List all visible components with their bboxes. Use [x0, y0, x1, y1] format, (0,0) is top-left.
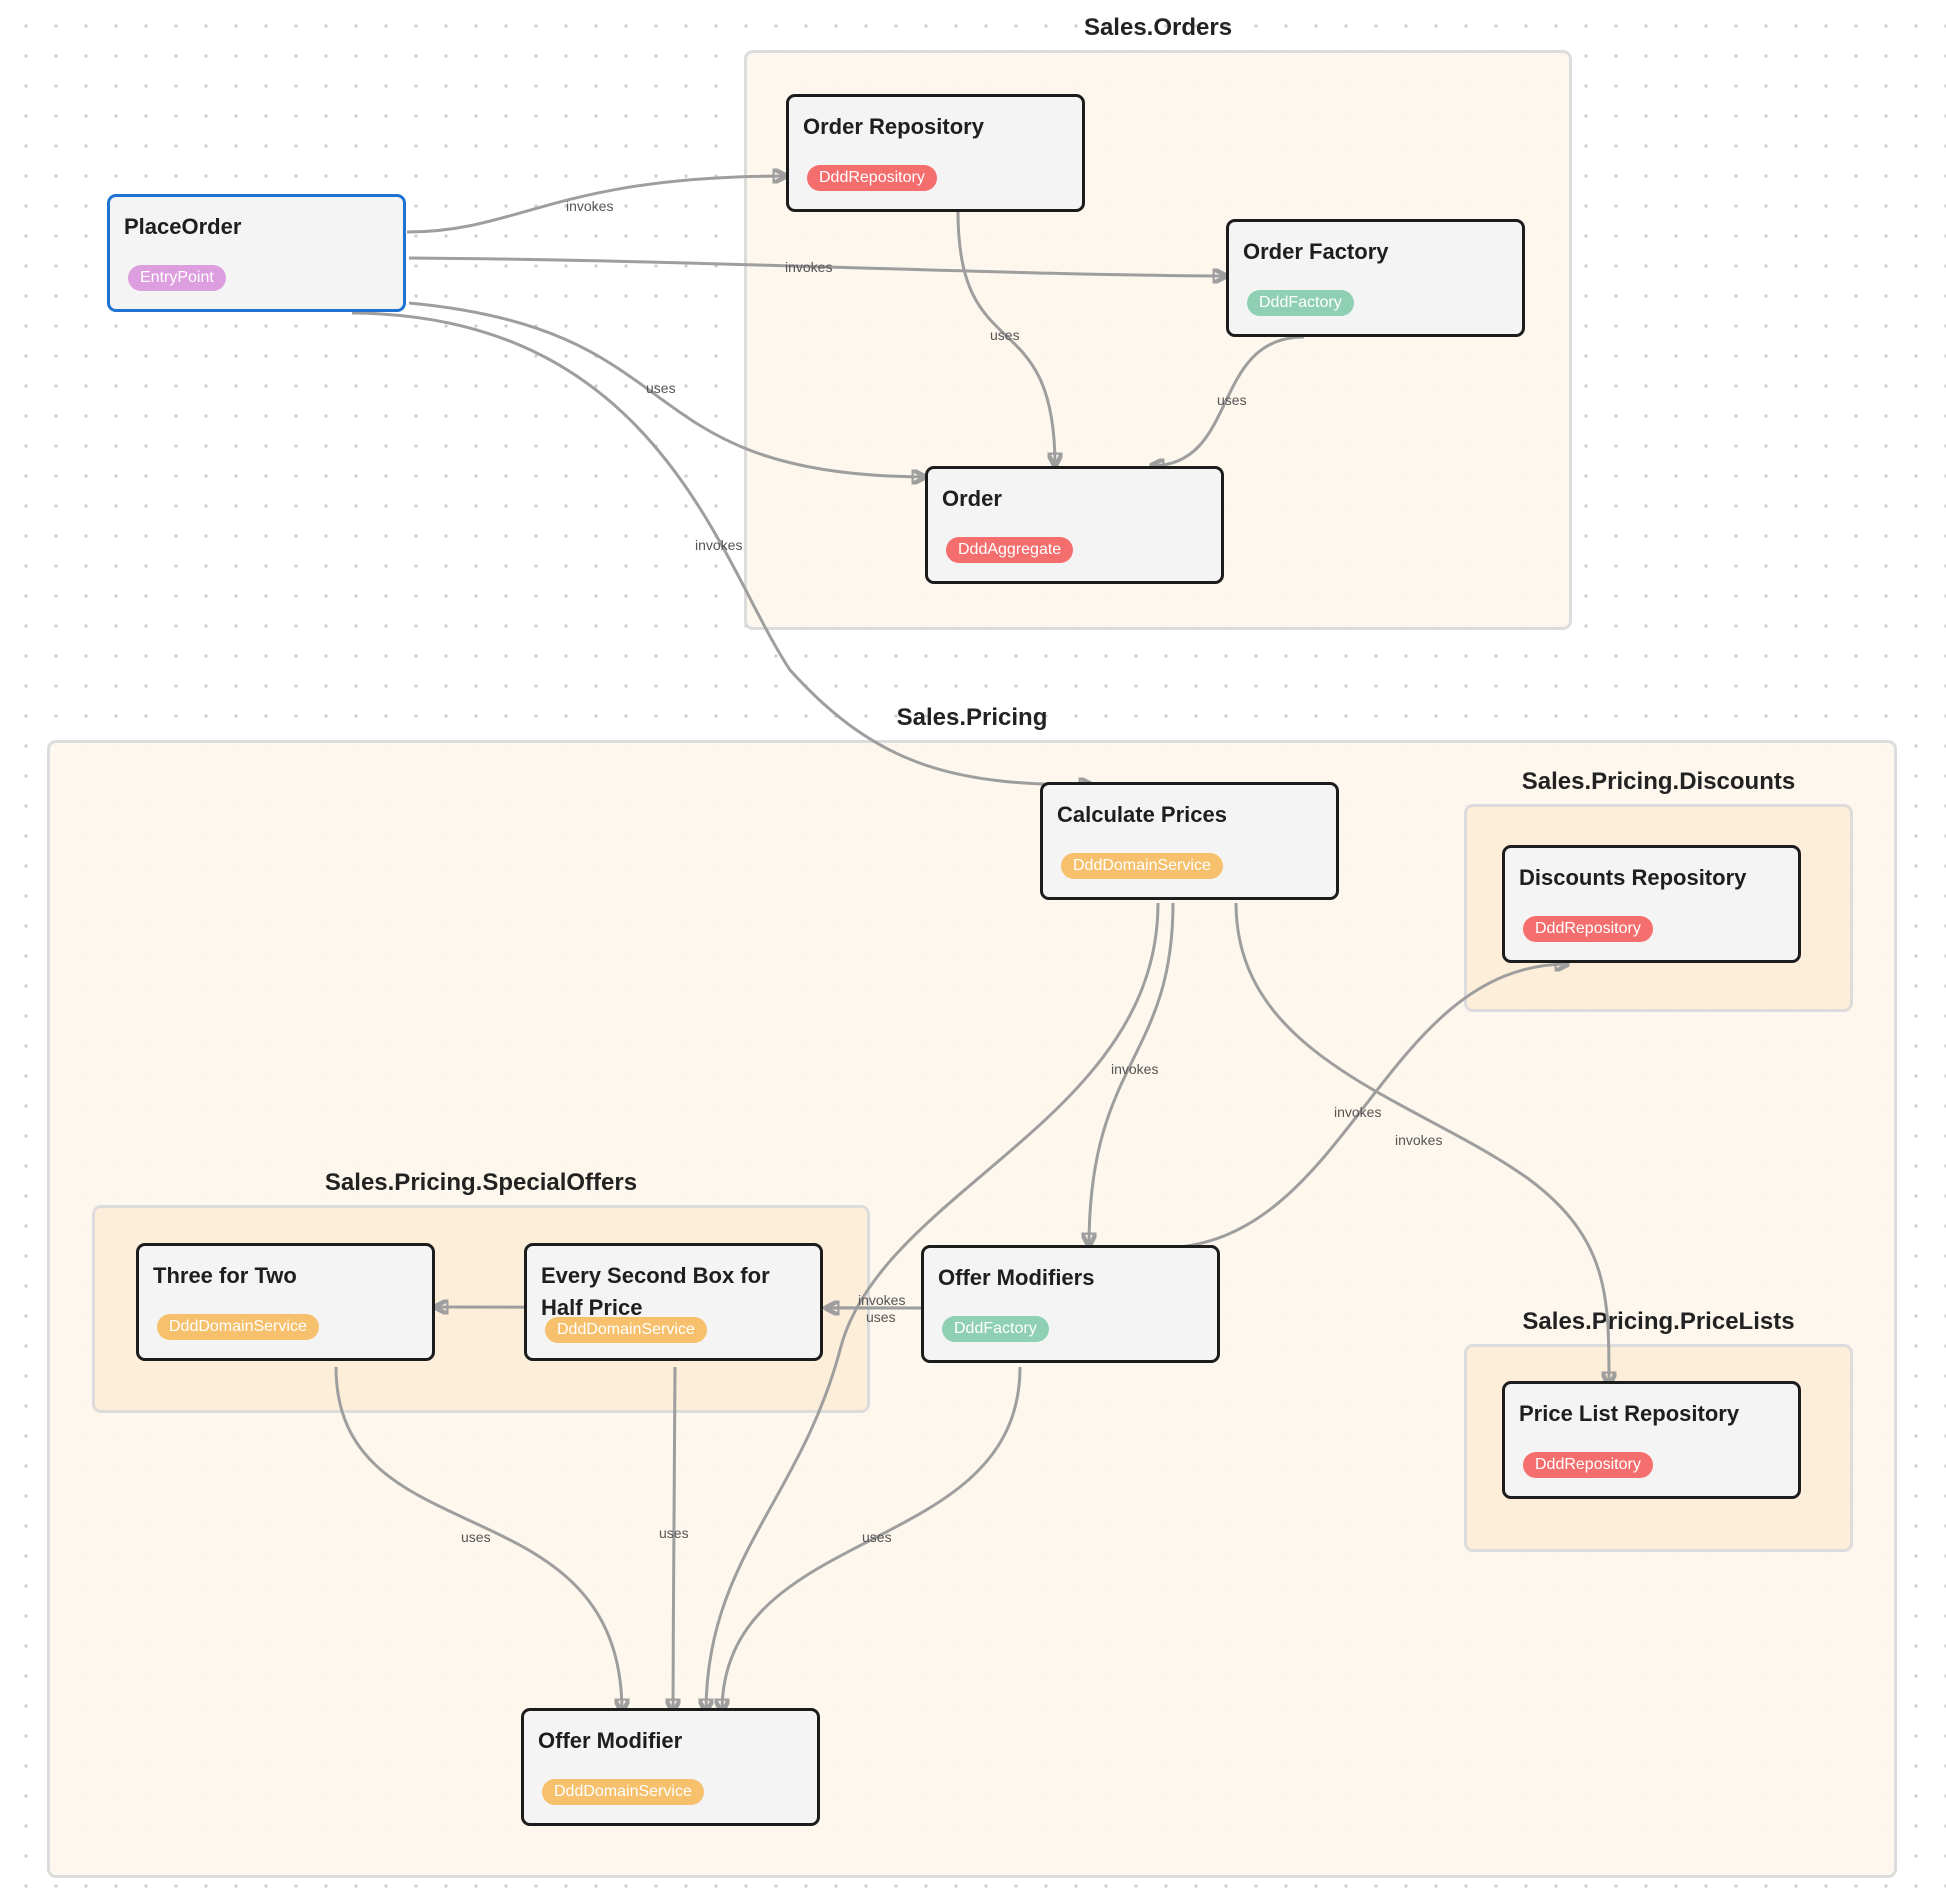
- edge-place-order-order-repository: [406, 176, 786, 234]
- edge-calculate-prices-offer-modifiers: [1089, 902, 1175, 1246]
- edge-label: invokes: [1395, 1132, 1442, 1148]
- edge-label: uses: [862, 1529, 892, 1545]
- edge-order-factory-order: [1151, 335, 1305, 466]
- node-title: Order Factory: [1243, 239, 1389, 264]
- edge-label: uses: [866, 1309, 896, 1325]
- edge-calculate-prices-offer-modifier: [706, 902, 1160, 1712]
- edge-offer-modifiers-offer-modifier: [722, 1366, 1022, 1712]
- node-title: Calculate Prices: [1057, 802, 1227, 827]
- node-place-order[interactable]: PlaceOrder EntryPoint: [107, 194, 406, 312]
- edge-label: uses: [646, 380, 676, 396]
- edge-label: uses: [990, 327, 1020, 343]
- tag-ddd-domain-service: DddDomainService: [157, 1314, 319, 1340]
- edge-label: invokes: [566, 198, 613, 214]
- edge-place-order-order: [408, 301, 925, 477]
- node-title: Every Second Box for Half Price: [541, 1263, 770, 1320]
- node-calculate-prices[interactable]: Calculate Prices DddDomainService: [1040, 782, 1339, 900]
- group-title-sales-pricing-discounts: Sales.Pricing.Discounts: [1521, 768, 1796, 795]
- tag-ddd-repository: DddRepository: [1523, 1452, 1653, 1478]
- node-title: Offer Modifiers: [938, 1265, 1095, 1290]
- edge-place-order-calculate-prices: [351, 311, 1092, 785]
- tag-ddd-factory: DddFactory: [1247, 290, 1354, 316]
- edge-label: uses: [659, 1525, 689, 1541]
- node-title: Offer Modifier: [538, 1728, 683, 1753]
- tag-ddd-repository: DddRepository: [807, 165, 937, 191]
- node-title: Order: [942, 486, 1002, 511]
- tag-entry-point: EntryPoint: [128, 265, 226, 291]
- node-title: Discounts Repository: [1519, 865, 1747, 890]
- edge-order-repository-order: [956, 211, 1055, 466]
- group-title-sales-pricing-pricelists: Sales.Pricing.PriceLists: [1522, 1308, 1795, 1335]
- edge-label: invokes: [695, 537, 742, 553]
- node-title: Price List Repository: [1519, 1401, 1740, 1426]
- node-title: PlaceOrder: [124, 214, 242, 239]
- tag-ddd-domain-service: DddDomainService: [1061, 853, 1223, 879]
- edge-label: invokes: [858, 1292, 905, 1308]
- tag-ddd-factory: DddFactory: [942, 1316, 1049, 1342]
- node-offer-modifier[interactable]: Offer Modifier DddDomainService: [521, 1708, 820, 1826]
- group-title-sales-pricing: Sales.Pricing: [896, 704, 1048, 731]
- node-every-second-box[interactable]: Every Second Box for Half Price DddDomai…: [524, 1243, 823, 1361]
- node-offer-modifiers[interactable]: Offer Modifiers DddFactory: [921, 1245, 1220, 1363]
- node-order-repository[interactable]: Order Repository DddRepository: [786, 94, 1085, 212]
- group-title-sales-orders: Sales.Orders: [1083, 14, 1233, 41]
- node-three-for-two[interactable]: Three for Two DddDomainService: [136, 1243, 435, 1361]
- edge-offer-modifiers-discounts-repository: [1159, 964, 1568, 1250]
- edge-calculate-prices-price-list-repository: [1234, 902, 1609, 1385]
- edge-every-second-box-offer-modifier: [673, 1366, 675, 1712]
- tag-ddd-domain-service: DddDomainService: [545, 1317, 707, 1343]
- edge-label: invokes: [1334, 1104, 1381, 1120]
- node-order-factory[interactable]: Order Factory DddFactory: [1226, 219, 1525, 337]
- node-title: Order Repository: [803, 114, 984, 139]
- tag-ddd-repository: DddRepository: [1523, 916, 1653, 942]
- edge-label: uses: [461, 1529, 491, 1545]
- node-discounts-repository[interactable]: Discounts Repository DddRepository: [1502, 845, 1801, 963]
- edge-three-for-two-offer-modifier: [334, 1366, 622, 1712]
- tag-ddd-domain-service: DddDomainService: [542, 1779, 704, 1805]
- tag-ddd-aggregate: DddAggregate: [946, 537, 1074, 563]
- node-title: Three for Two: [153, 1263, 297, 1288]
- edge-label: invokes: [785, 259, 832, 275]
- edge-label: uses: [1217, 392, 1247, 408]
- edge-label: invokes: [1111, 1061, 1158, 1077]
- node-order[interactable]: Order DddAggregate: [925, 466, 1224, 584]
- node-price-list-repository[interactable]: Price List Repository DddRepository: [1502, 1381, 1801, 1499]
- group-title-sales-pricing-specialoffers: Sales.Pricing.SpecialOffers: [324, 1169, 638, 1196]
- edge-place-order-order-factory: [408, 256, 1226, 276]
